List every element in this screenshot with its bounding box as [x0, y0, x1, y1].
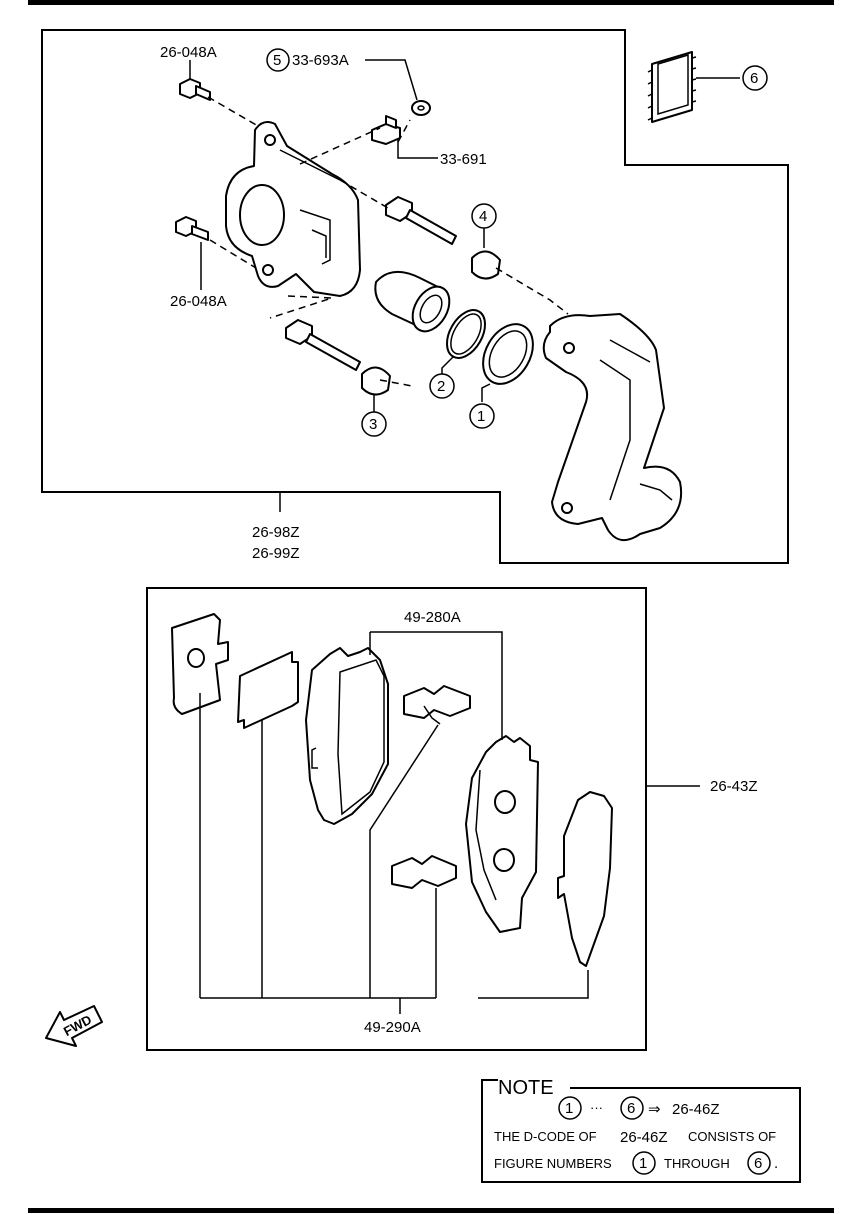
figure-6-label: 6 — [750, 70, 758, 87]
figure-5-label: 5 — [273, 52, 281, 69]
label-caliper-assy-1: 26-98Z — [252, 524, 300, 541]
note-box: NOTE 1 ··· 6 ⇒ 26-46Z THE D-CODE OF 26-4… — [481, 1077, 801, 1183]
note-line3-from-circle — [632, 1151, 656, 1175]
note-line3-prefix: FIGURE NUMBERS — [494, 1156, 612, 1171]
figure-4-circle — [471, 203, 497, 229]
note-range-from: 1 — [565, 1100, 573, 1117]
pad-shim-6 — [647, 51, 697, 123]
figure-1-circle — [469, 403, 495, 429]
note-line3-through: THROUGH — [664, 1156, 730, 1171]
note-ellipsis: ··· — [590, 1100, 603, 1115]
dust-seal — [482, 323, 534, 385]
figure-2-label: 2 — [437, 378, 445, 395]
pad-clip-lower — [391, 855, 457, 889]
bleeder-screw — [371, 115, 401, 145]
note-title: NOTE — [498, 1077, 554, 1099]
caliper-assembly-frame — [41, 29, 789, 564]
figure-5-circle — [266, 48, 290, 72]
figure-3-circle — [361, 411, 387, 437]
label-bolt-top: 26-048A — [160, 44, 217, 61]
pad-kit-frame — [146, 587, 647, 1051]
note-line3-from: 1 — [639, 1155, 647, 1172]
bottom-rule — [28, 1208, 834, 1213]
note-line2-suffix: CONSISTS OF — [688, 1129, 776, 1144]
fwd-arrow: FWD — [45, 1005, 103, 1047]
guide-pin-upper — [385, 196, 457, 245]
inner-shim — [557, 791, 613, 967]
label-pads-kit: 26-43Z — [710, 778, 758, 795]
dust-boot-upper — [471, 250, 501, 280]
note-arrow: ⇒ — [648, 1101, 661, 1118]
bolt-top — [179, 78, 211, 101]
guide-pin-lower — [285, 319, 361, 371]
note-code: 26-46Z — [672, 1101, 720, 1118]
figure-1-label: 1 — [477, 408, 485, 425]
figure-3-label: 3 — [369, 416, 377, 433]
outer-brake-pad — [305, 647, 389, 825]
figure-4-label: 4 — [479, 208, 487, 225]
label-pads-bottom: 49-290A — [364, 1019, 421, 1036]
note-line3-to: 6 — [754, 1155, 762, 1172]
label-bleeder: 33-691 — [440, 151, 487, 168]
caliper-mounting-support — [542, 313, 682, 541]
label-caliper-assy-2: 26-99Z — [252, 545, 300, 562]
note-range-to-circle — [620, 1096, 644, 1120]
outer-shim — [171, 613, 229, 715]
dust-boot-lower — [361, 366, 391, 396]
label-washer: 33-693A — [292, 52, 349, 69]
note-line3-end: . — [774, 1155, 778, 1172]
note-range-to: 6 — [627, 1100, 635, 1117]
label-bolt-left: 26-048A — [170, 293, 227, 310]
note-line3-to-circle — [747, 1151, 771, 1175]
top-rule — [28, 0, 834, 5]
note-range-from-circle — [558, 1096, 582, 1120]
figure-6-circle — [742, 65, 768, 91]
bolt-left — [175, 216, 209, 241]
note-line2-code: 26-46Z — [620, 1129, 668, 1146]
note-line2-prefix: THE D-CODE OF — [494, 1129, 597, 1144]
figure-2-circle — [429, 373, 455, 399]
inner-brake-pad — [465, 735, 539, 933]
washer — [411, 100, 431, 116]
piston — [374, 271, 451, 333]
pad-clip-upper — [403, 685, 471, 725]
caliper-body — [225, 121, 361, 297]
outer-plate — [237, 651, 299, 729]
label-pads-top: 49-280A — [404, 609, 461, 626]
